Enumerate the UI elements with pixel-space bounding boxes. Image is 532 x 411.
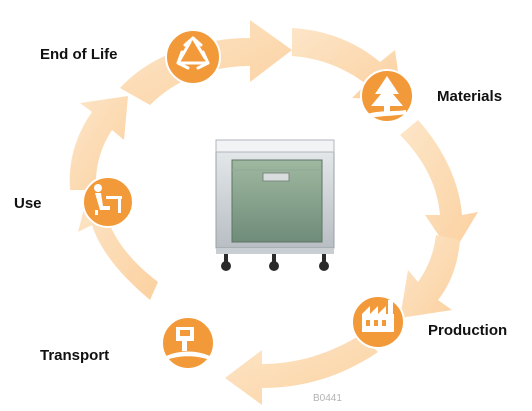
cabinet-handle <box>262 172 290 182</box>
stage-materials <box>360 69 414 123</box>
arrow-to-production <box>400 235 460 318</box>
arrow-use-to-endoflife <box>69 96 128 190</box>
stage-transport <box>161 316 215 370</box>
arrow-materials-to-production <box>400 120 478 255</box>
stage-label-production: Production <box>428 322 507 339</box>
stage-label-transport: Transport <box>40 347 109 364</box>
stage-production <box>351 295 405 349</box>
person-at-desk-icon <box>82 176 134 228</box>
stage-label-use: Use <box>14 195 42 212</box>
truck-icon <box>161 316 215 370</box>
recycle-icon <box>165 29 221 85</box>
stage-use <box>82 176 134 228</box>
printer-cabinet-image <box>215 139 335 271</box>
figure-code: B0441 <box>313 393 342 404</box>
stage-label-end-of-life: End of Life <box>40 46 118 63</box>
stage-label-materials: Materials <box>437 88 502 105</box>
stage-end-of-life <box>165 29 221 85</box>
arrow-production-to-transport <box>225 335 378 405</box>
